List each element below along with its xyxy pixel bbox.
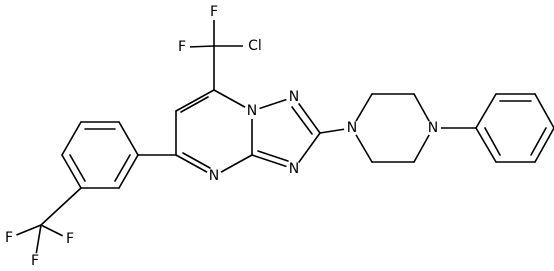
atom-f-cf3-2-label: F (31, 253, 39, 269)
atom-f-cf3-3: F (62, 231, 78, 247)
atom-n-piperazine-right-label: N (428, 120, 438, 136)
bond-ph-4-inner (530, 127, 547, 156)
atom-n-piperazine-left-label: N (347, 120, 357, 136)
atom-n-piperazine-right: N (425, 120, 441, 136)
bond-c-f2 (187, 45, 215, 48)
bond-c7-c6 (175, 89, 215, 112)
atom-f-top1-label: F (210, 4, 218, 20)
bond-cf3-f2 (35, 224, 42, 256)
atom-f-cf3-1: F (1, 230, 17, 246)
atom-f-cf3-1-label: F (5, 230, 13, 246)
atom-n-triazole-bottom-label: N (289, 161, 299, 177)
bond-ph-3 (534, 93, 554, 129)
bonds (13, 16, 554, 256)
atom-n-junction-label: N (247, 103, 257, 119)
atom-cl-top: Cl (243, 38, 265, 54)
atom-n-triazole-top-label: N (289, 89, 299, 105)
bond-n2-c2-inner (291, 106, 313, 135)
atom-cl-top-label: Cl (248, 38, 262, 54)
atom-f-cf3-3-label: F (66, 231, 74, 247)
atom-labels: F F Cl N N N N N (1, 4, 441, 269)
bond-n3-c3a-inner (257, 150, 289, 162)
atom-n-junction: N (244, 103, 260, 119)
atom-n-piperazine-left: N (344, 120, 360, 136)
atom-n-triazole-bottom: N (286, 161, 302, 177)
bond-ph-6 (475, 127, 497, 163)
bond-ar-4 (61, 154, 82, 189)
bond-ar-6 (118, 154, 139, 189)
bond-ar-cf3 (40, 187, 82, 226)
bond-ph-1 (475, 93, 497, 129)
bond-ph-6-inner (484, 127, 501, 156)
atom-f-top2: F (174, 39, 190, 55)
bond-ar-3 (61, 121, 82, 156)
bond-c7-c6-inner (180, 96, 209, 113)
bond-c5-n4-inner (182, 152, 211, 169)
atom-n-pyrimidine: N (206, 168, 222, 184)
atom-f-top1: F (206, 4, 222, 20)
atom-f-cf3-2: F (27, 253, 43, 269)
bond-cf3-f1 (13, 224, 42, 237)
bond-ar-4-inner (69, 154, 86, 182)
atom-n-pyrimidine-label: N (209, 168, 219, 184)
bond-ar-1 (118, 121, 139, 156)
bond-cf3-f3 (40, 224, 66, 238)
atom-f-top2-label: F (178, 39, 186, 55)
atom-n-triazole-top: N (286, 89, 302, 105)
bond-ph-4 (534, 127, 554, 163)
bond-ar-6-inner (114, 154, 131, 182)
